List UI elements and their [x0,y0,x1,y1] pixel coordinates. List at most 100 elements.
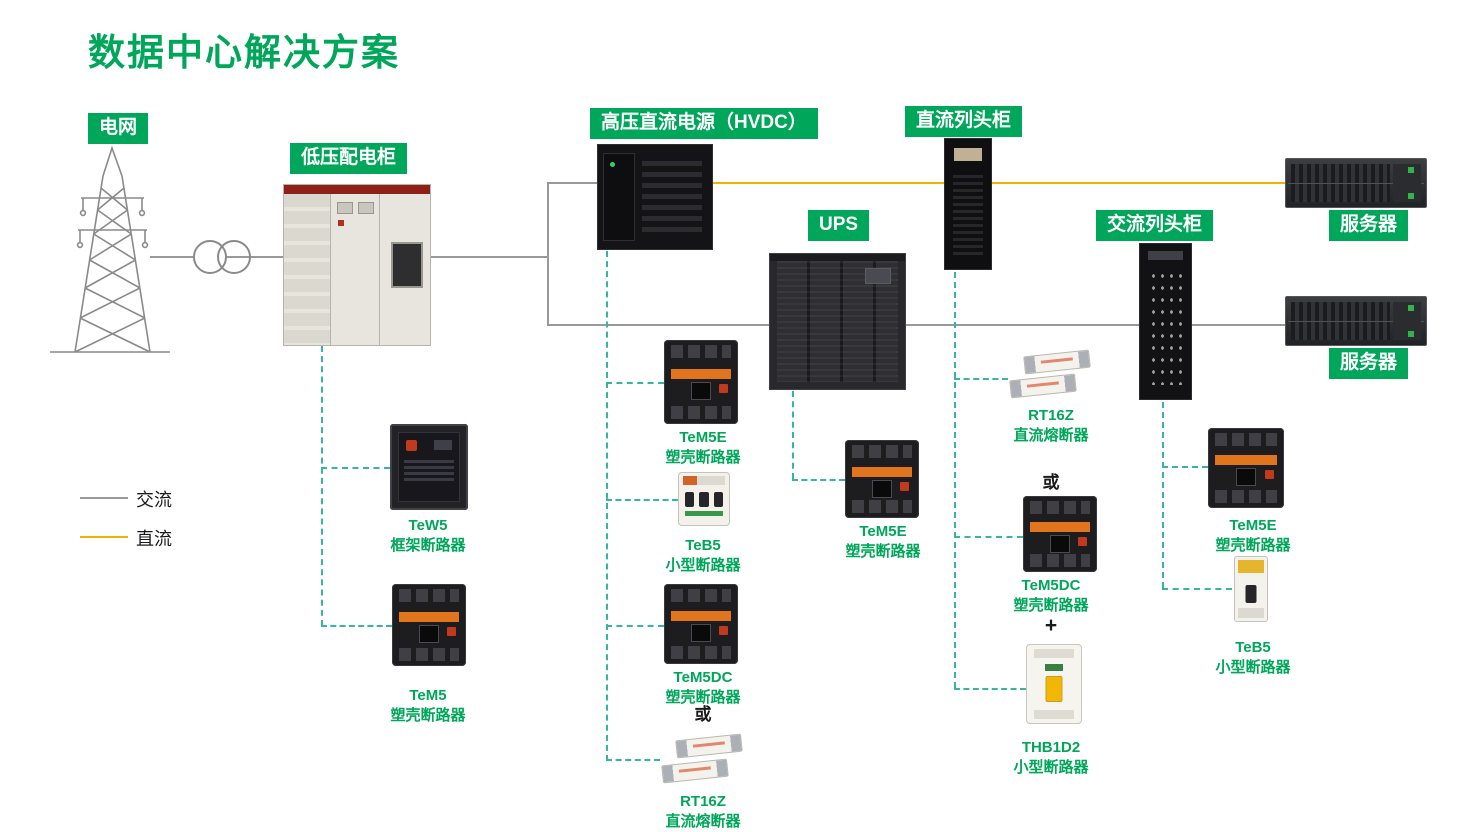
device-type: 塑壳断路器 [390,707,466,725]
terminal-cap [1034,649,1074,658]
terminals [671,646,731,659]
teb5-ac-breaker-image [1234,556,1268,622]
dashed-connector-acrow-teb5 [1162,588,1232,590]
cabinet-top-band [284,185,430,194]
hvdc-cabinet-image [597,144,713,250]
tem5e-ac-label: TeM5E 塑壳断路器 [1198,516,1308,557]
breaker-band [671,611,731,622]
fuse-label-stripe [1026,381,1059,388]
device-type: 小型断路器 [1215,659,1291,677]
device-name: TeM5DC [673,669,733,686]
server-rack-bottom-image [1285,296,1427,346]
breaker-grid [1149,270,1182,385]
device-name: RT16Z [680,793,726,810]
fuse [1009,373,1077,399]
rt16z-hvdc-label: RT16Z 直流熔断器 [648,792,758,832]
device-type: 塑壳断路器 [665,689,741,707]
status-led [1408,193,1414,199]
terminals [852,445,912,458]
breaker-handle [1050,534,1070,553]
tem5dc-hvdc-label: TeM5DC 塑壳断路器 [648,668,758,709]
breaker-band [671,368,731,379]
thb1d2-label: THB1D2 小型断路器 [995,738,1107,779]
device-name: TeM5E [679,429,727,446]
device-type: 小型断路器 [1013,759,1089,777]
tem5-breaker-image [392,584,466,666]
device-name: TeM5E [1229,517,1277,534]
device-type: 塑壳断路器 [665,449,741,467]
cabinet-vents [953,175,983,259]
indicator-light [338,220,344,226]
dashed-connector-acrow-vertical [1162,402,1164,588]
fuse-label-stripe [678,766,711,773]
device-type: 直流熔断器 [1013,427,1089,445]
dashed-connector-hvdc-rt16z [606,759,660,761]
rt16z-dc-fuse-image [1008,349,1094,402]
breaker-meter [434,440,452,450]
grid-label: 电网 [88,113,149,144]
breaker-mark [1078,536,1087,546]
plus-operator-dc: + [1044,614,1058,637]
dashed-connector-dcrow-vertical [954,272,956,688]
or-operator-dc: 或 [1042,473,1060,492]
breaker-band [1030,521,1090,532]
status-led [1408,167,1414,173]
dashed-connector-hvdc-tem5e [606,382,664,384]
terminals [1030,554,1090,567]
dashed-connector-ups-vertical [792,391,794,479]
tem5e-hvdc-breaker-image [664,340,738,424]
dashed-connector-lv-vertical [321,346,323,626]
tem5e-ac-breaker-image [1208,428,1284,508]
cabinet-door-column [380,194,430,345]
breaker-lever [1245,585,1257,603]
breaker-mark [719,626,728,636]
ups-cabinet-image [769,253,906,390]
device-type: 塑壳断路器 [1013,597,1089,615]
terminal-cap [1034,710,1074,719]
fuse-label-stripe [1040,357,1073,364]
terminals [671,345,731,358]
breaker-lever [1045,676,1063,702]
meter [358,202,374,214]
ac-line-cabinet-to-junction [431,256,548,258]
dc-row-cabinet-label: 直流列头柜 [905,106,1023,137]
terminals [399,648,459,661]
server-panel [1393,302,1421,340]
device-name: TeM5DC [1021,577,1081,594]
breaker-mark [900,481,909,491]
terminals [1215,490,1277,503]
teb5-ac-label: TeB5 小型断路器 [1198,638,1308,679]
device-type: 小型断路器 [665,557,741,575]
breaker-base [1238,608,1264,618]
ac-line-junction-vertical [547,182,549,326]
legend-dc-label: 直流 [136,529,172,549]
cabinet-drawer-column [284,194,331,345]
device-type: 塑壳断路器 [845,543,921,561]
cabinet-screen [1148,251,1183,260]
breaker-band [852,466,912,477]
breaker-handle [691,624,711,643]
server-rack-top-image [1285,158,1427,208]
terminals [671,406,731,419]
tem5dc-hvdc-breaker-image [664,584,738,664]
device-type: 塑壳断路器 [1215,537,1291,555]
tem5dc-dc-breaker-image [1023,496,1097,572]
device-type: 框架断路器 [390,537,466,555]
tem5e-ups-label: TeM5E 塑壳断路器 [828,522,938,563]
ac-line-to-servers [547,324,1287,326]
thb1d2-breaker-image [1026,644,1082,724]
device-name: TeB5 [685,537,721,554]
fuse [1023,349,1091,375]
breaker-mark [447,626,456,636]
dashed-connector-dcrow-thb1d2 [954,688,1026,690]
breaker-handles [685,492,723,507]
server-bottom-label: 服务器 [1329,348,1409,379]
teb5-hvdc-label: TeB5 小型断路器 [648,536,758,577]
legend-dc-line [80,536,128,538]
device-name: TeM5E [859,523,907,540]
status-window [1045,664,1063,671]
device-name: TeW5 [408,517,448,534]
dashed-connector-hvdc-vertical [606,251,608,761]
breaker-band [1215,455,1277,466]
